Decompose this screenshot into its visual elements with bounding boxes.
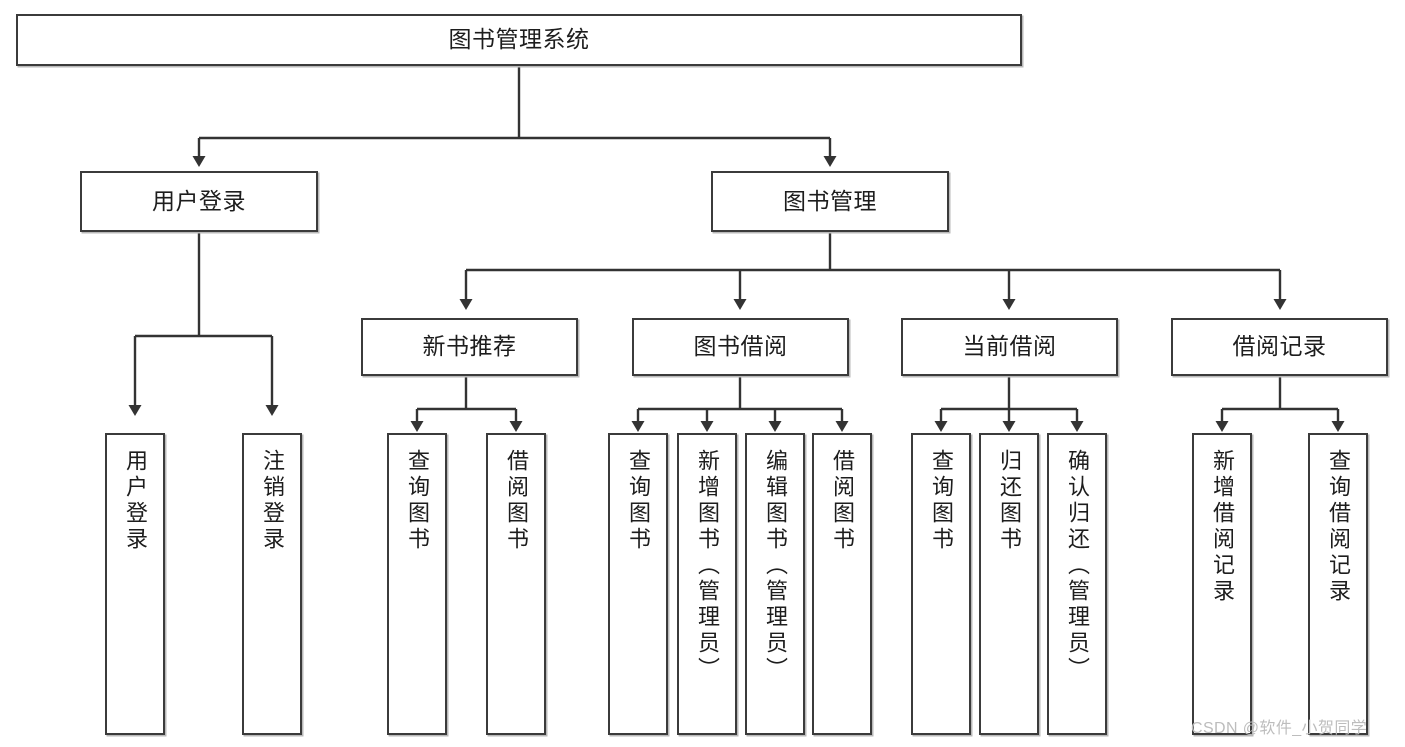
node-label: 编辑图书（管理员） <box>763 449 788 683</box>
node-label: 借阅图书 <box>830 449 855 553</box>
leaf-confirm-return-admin[interactable]: 确认归还（管理员） <box>1047 433 1107 735</box>
node-label: 查询借阅记录 <box>1326 449 1351 605</box>
leaf-add-book-admin[interactable]: 新增图书（管理员） <box>677 433 737 735</box>
node-label: 查询图书 <box>929 449 954 553</box>
leaf-query-book-current[interactable]: 查询图书 <box>911 433 971 735</box>
node-label: 图书管理 <box>783 187 877 214</box>
leaf-query-book-borrow[interactable]: 查询图书 <box>608 433 668 735</box>
node-label: 查询图书 <box>626 449 651 553</box>
leaf-add-borrow-record[interactable]: 新增借阅记录 <box>1192 433 1252 735</box>
leaf-user-login[interactable]: 用户登录 <box>105 433 165 735</box>
node-label: 确认归还（管理员） <box>1065 449 1090 683</box>
leaf-borrow-book[interactable]: 借阅图书 <box>812 433 872 735</box>
node-label: 新增图书（管理员） <box>695 449 720 683</box>
node-label: 图书借阅 <box>693 333 788 360</box>
node-label: 新增借阅记录 <box>1210 449 1235 605</box>
node-label: 借阅记录 <box>1232 333 1327 360</box>
leaf-edit-book-admin[interactable]: 编辑图书（管理员） <box>745 433 805 735</box>
watermark-text: CSDN @软件_小贺同学 <box>1191 720 1368 737</box>
node-book-borrow[interactable]: 图书借阅 <box>632 318 849 376</box>
node-label: 用户登录 <box>123 449 148 553</box>
node-label: 当前借阅 <box>962 333 1057 360</box>
node-label: 图书管理系统 <box>448 26 590 53</box>
leaf-return-book[interactable]: 归还图书 <box>979 433 1039 735</box>
node-label: 归还图书 <box>997 449 1022 553</box>
node-root-book-management-system[interactable]: 图书管理系统 <box>16 14 1022 66</box>
node-label: 新书推荐 <box>422 333 517 360</box>
node-label: 用户登录 <box>152 187 246 214</box>
node-book-management[interactable]: 图书管理 <box>711 171 949 232</box>
leaf-query-borrow-record[interactable]: 查询借阅记录 <box>1308 433 1368 735</box>
leaf-query-book-recommend[interactable]: 查询图书 <box>387 433 447 735</box>
node-label: 注销登录 <box>260 449 285 553</box>
node-current-borrow[interactable]: 当前借阅 <box>901 318 1118 376</box>
node-new-book-recommend[interactable]: 新书推荐 <box>361 318 578 376</box>
node-borrow-record[interactable]: 借阅记录 <box>1171 318 1388 376</box>
leaf-logout[interactable]: 注销登录 <box>242 433 302 735</box>
leaf-borrow-book-recommend[interactable]: 借阅图书 <box>486 433 546 735</box>
node-label: 借阅图书 <box>504 449 529 553</box>
node-label: 查询图书 <box>405 449 430 553</box>
node-user-login[interactable]: 用户登录 <box>80 171 318 232</box>
